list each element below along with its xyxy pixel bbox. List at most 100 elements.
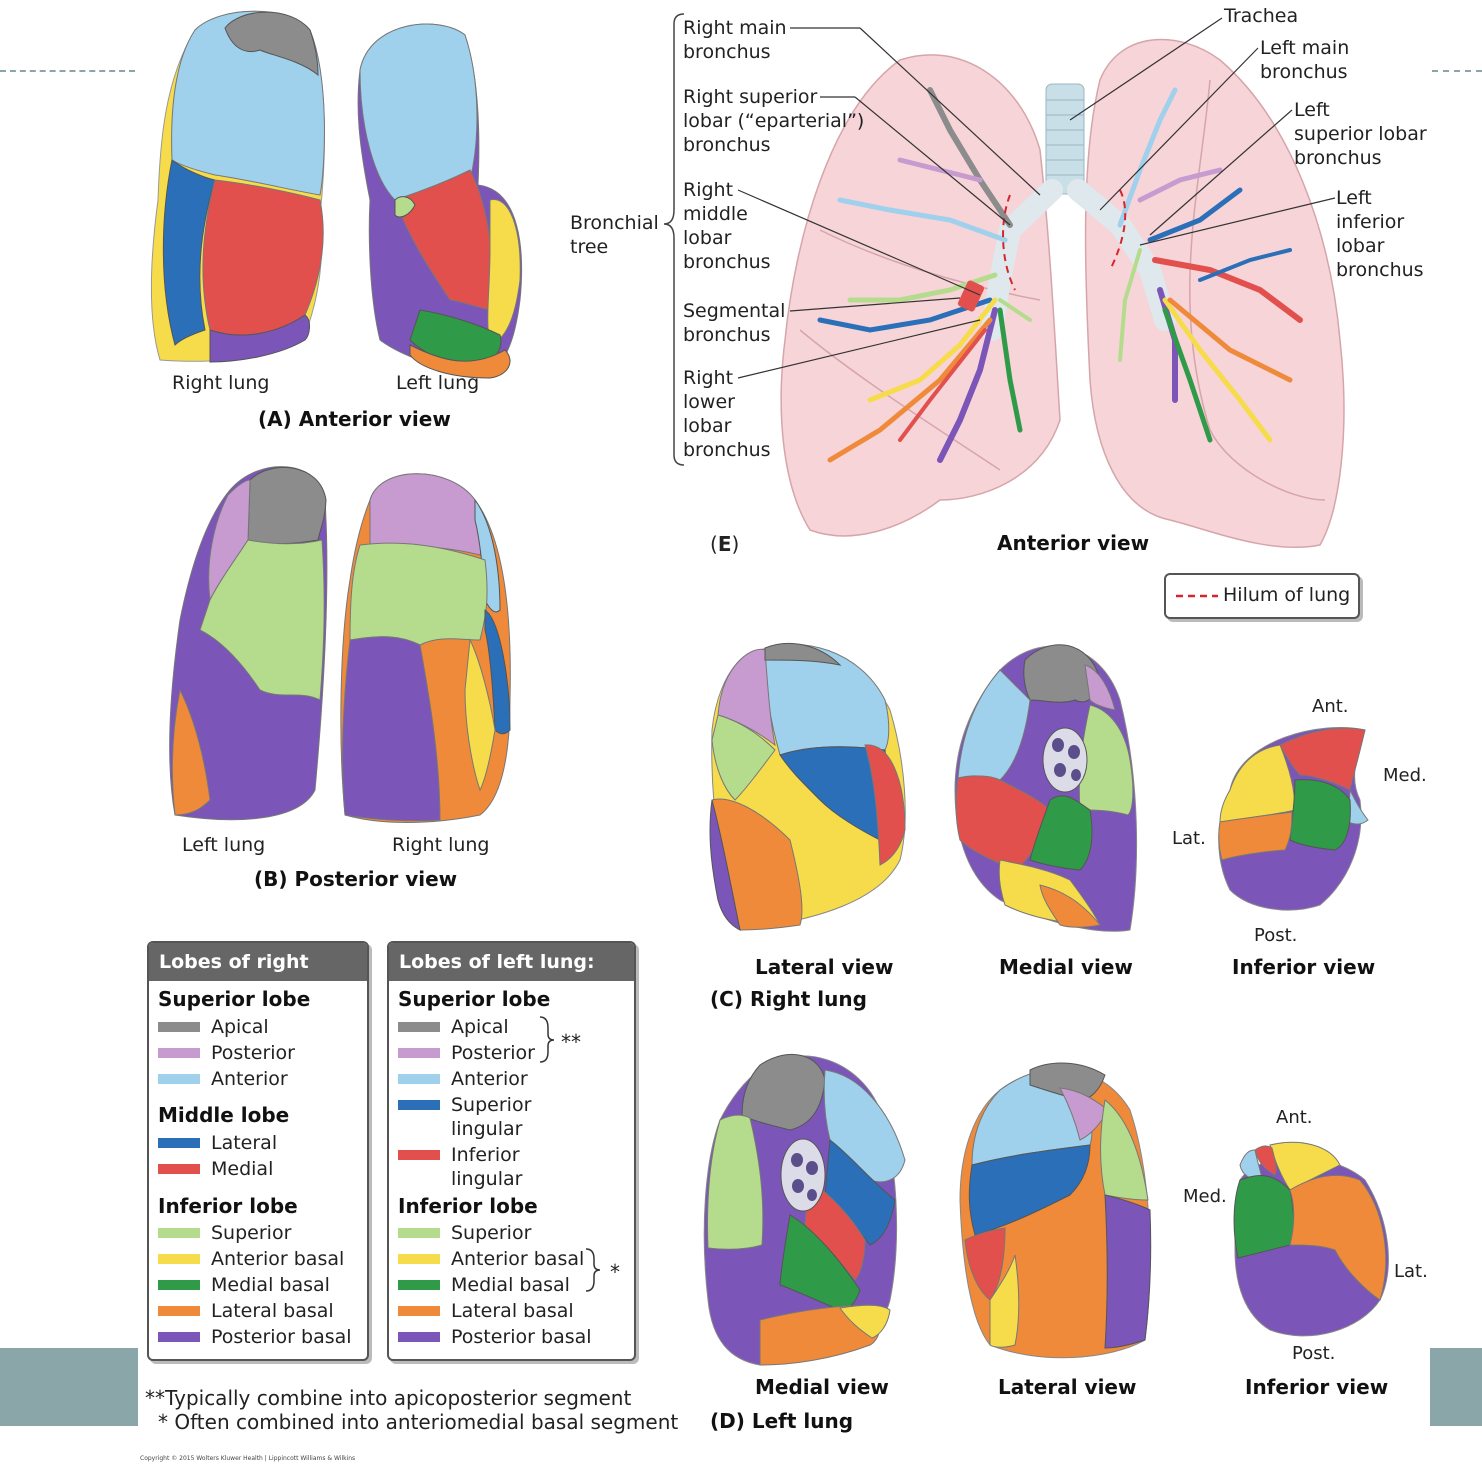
panel-e-left-branches bbox=[1117, 87, 1303, 443]
label-right-lower-lobar-bronchus: Right lower lobar bronchus bbox=[683, 367, 771, 461]
panel-d-caption: (D) Left lung bbox=[710, 1409, 853, 1433]
panel-d-medial-view bbox=[703, 1053, 906, 1366]
legend-right-group-middle: Middle lobe bbox=[158, 1103, 290, 1127]
legend-right-group-superior: Superior lobe bbox=[158, 987, 311, 1011]
hilum-legend-label: Hilum of lung bbox=[1223, 584, 1351, 606]
footnote-1: **Typically combine into apicoposterior … bbox=[145, 1386, 631, 1410]
hilum-legend: Hilum of lung bbox=[1164, 573, 1360, 619]
legend-left-swatch-superior bbox=[398, 1228, 440, 1238]
legend-left-item-superior-lingular: Superior lingular bbox=[451, 1094, 532, 1140]
panel-a-right-lung-label: Right lung bbox=[172, 372, 270, 394]
legend-right-title: Lobes of right lung: bbox=[149, 943, 367, 1011]
panel-c-view-medial: Medial view bbox=[999, 955, 1133, 979]
panel-c-orient-ant: Ant. bbox=[1312, 696, 1349, 717]
legend-right-item-anterior: Anterior bbox=[211, 1068, 288, 1090]
panel-b-letter: (B) bbox=[254, 867, 288, 891]
panel-c-orient-post: Post. bbox=[1254, 925, 1298, 946]
label-left-main-bronchus: Left main bronchus bbox=[1260, 37, 1350, 83]
footnote-2: * Often combined into anteriomedial basa… bbox=[158, 1410, 678, 1434]
footnote-2-mark: * bbox=[158, 1410, 168, 1434]
legend-left-group-inferior: Inferior lobe bbox=[398, 1194, 538, 1218]
panel-a-left-lung bbox=[357, 23, 523, 379]
legend-right-group-inferior: Inferior lobe bbox=[158, 1194, 298, 1218]
legend-left-item-inferior-lingular: Inferior lingular bbox=[451, 1144, 523, 1190]
legend-left-item-anterior: Anterior bbox=[451, 1068, 528, 1090]
panel-d-letter: (D) bbox=[710, 1409, 745, 1433]
legend-left-mark-double: ** bbox=[561, 1030, 581, 1054]
panel-c-orient-med: Med. bbox=[1383, 765, 1427, 786]
legend-right-item-medial: Medial bbox=[211, 1158, 274, 1180]
panel-b-left-lung bbox=[169, 466, 328, 821]
label-left-inferior-lobar-bronchus: Left inferior lobar bronchus bbox=[1336, 187, 1424, 281]
legend-left-swatch-superior-lingular bbox=[398, 1100, 440, 1110]
dashed-rule-right bbox=[1432, 70, 1482, 72]
panel-c-lateral-view bbox=[709, 642, 906, 931]
legend-right-item-posterior: Posterior bbox=[211, 1042, 295, 1064]
panel-b-right-lung-label: Right lung bbox=[392, 834, 490, 856]
panel-c-medial-view bbox=[954, 644, 1138, 932]
panel-c-caption: (C) Right lung bbox=[710, 987, 867, 1011]
bronchial-tree-bracket bbox=[663, 13, 685, 466]
legend-left-swatch-anterior bbox=[398, 1074, 440, 1084]
legend-right-swatch-posterior bbox=[158, 1048, 200, 1058]
panel-a-title: Anterior view bbox=[298, 407, 451, 431]
legend-right-item-apical: Apical bbox=[211, 1016, 269, 1038]
legend-left-item-medial-basal: Medial basal bbox=[451, 1274, 570, 1296]
panel-a-caption: (A) Anterior view bbox=[258, 407, 451, 431]
panel-b-title: Posterior view bbox=[294, 867, 458, 891]
legend-right-swatch-lateral bbox=[158, 1138, 200, 1148]
panel-c-view-lateral: Lateral view bbox=[755, 955, 894, 979]
legend-right-item-anterior-basal: Anterior basal bbox=[211, 1248, 345, 1270]
panel-d-orient-post: Post. bbox=[1292, 1343, 1336, 1364]
legend-left-lung: Lobes of left lung: bbox=[387, 941, 636, 1361]
panel-b-caption: (B) Posterior view bbox=[254, 867, 457, 891]
panel-c-title: Right lung bbox=[749, 987, 867, 1011]
hilum-left-dashed bbox=[1109, 189, 1127, 271]
footnote-1-mark: ** bbox=[145, 1386, 165, 1410]
legend-left-group-superior: Superior lobe bbox=[398, 987, 551, 1011]
dashed-rule-left bbox=[0, 70, 135, 72]
panel-c-orient-lat: Lat. bbox=[1172, 828, 1206, 849]
legend-left-item-apical: Apical bbox=[451, 1016, 509, 1038]
legend-right-item-posterior-basal: Posterior basal bbox=[211, 1326, 352, 1348]
panel-a-letter: (A) bbox=[258, 407, 292, 431]
legend-left-swatch-lateral-basal bbox=[398, 1306, 440, 1316]
panel-d-orient-med: Med. bbox=[1183, 1186, 1227, 1207]
panel-e-left-lung bbox=[1084, 38, 1345, 549]
panel-e-right-branches bbox=[817, 87, 1032, 463]
legend-right-item-medial-basal: Medial basal bbox=[211, 1274, 330, 1296]
brace-anteromedial bbox=[585, 1248, 601, 1292]
panel-b-left-lung-label: Left lung bbox=[182, 834, 266, 856]
label-segmental-bronchus: Segmental bronchus bbox=[683, 300, 786, 346]
legend-left-item-lateral-basal: Lateral basal bbox=[451, 1300, 574, 1322]
panel-e-letter: (E) bbox=[710, 532, 740, 556]
label-right-middle-lobar-bronchus: Right middle lobar bronchus bbox=[683, 179, 771, 273]
panel-c-view-inferior: Inferior view bbox=[1232, 955, 1376, 979]
legend-left-item-posterior: Posterior bbox=[451, 1042, 535, 1064]
panel-d-view-lateral: Lateral view bbox=[998, 1375, 1137, 1399]
legend-right-item-lateral: Lateral bbox=[211, 1132, 278, 1154]
label-right-superior-lobar-bronchus: Right superior lobar (“eparterial”) bron… bbox=[683, 86, 865, 156]
panel-e-letter-bold: E bbox=[717, 532, 732, 556]
copyright-line: Copyright © 2015 Wolters Kluwer Health |… bbox=[140, 1455, 356, 1462]
label-trachea: Trachea bbox=[1224, 5, 1299, 27]
legend-right-swatch-anterior bbox=[158, 1074, 200, 1084]
legend-right-swatch-anterior-basal bbox=[158, 1254, 200, 1264]
legend-right-swatch-medial-basal bbox=[158, 1280, 200, 1290]
panel-c-inferior-view bbox=[1218, 727, 1369, 911]
label-right-main-bronchus: Right main bronchus bbox=[683, 17, 787, 63]
brace-apicoposterior bbox=[539, 1016, 555, 1063]
panel-c-letter: (C) bbox=[710, 987, 743, 1011]
panel-d-view-medial: Medial view bbox=[755, 1375, 889, 1399]
legend-right-swatch-superior bbox=[158, 1228, 200, 1238]
legend-right-swatch-apical bbox=[158, 1022, 200, 1032]
panel-d-inferior-view bbox=[1233, 1141, 1389, 1337]
side-bar-right bbox=[1430, 1348, 1482, 1426]
legend-left-swatch-inferior-lingular bbox=[398, 1150, 440, 1160]
footnote-1-text: Typically combine into apicoposterior se… bbox=[165, 1386, 632, 1410]
